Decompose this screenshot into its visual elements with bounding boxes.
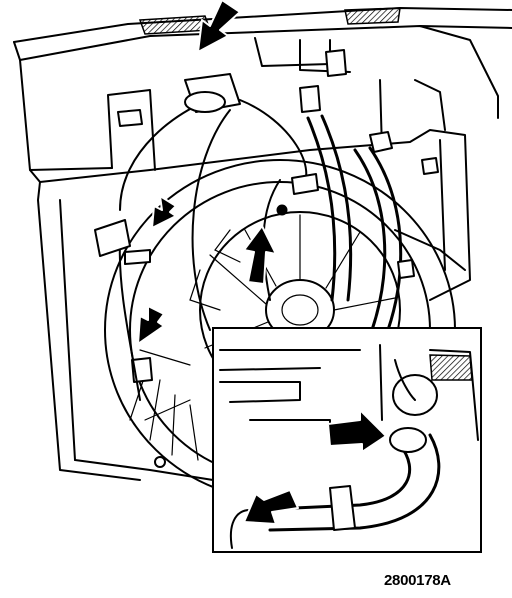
arrow-callout-harness-clip (151, 195, 177, 229)
arrow-callout-shroud-clip (137, 305, 165, 345)
shroud-lower-edge (74, 456, 214, 481)
arrow-callout-fan-mount (243, 225, 277, 285)
detail-inset (212, 327, 482, 553)
arrow-callout-connector (197, 0, 241, 53)
radiator-support-panel (13, 7, 512, 171)
wiring-harness (94, 49, 466, 401)
radiator-hose (306, 114, 403, 332)
fan-shroud-frame (29, 79, 471, 481)
figure-number-label: 2800178A (384, 572, 451, 589)
